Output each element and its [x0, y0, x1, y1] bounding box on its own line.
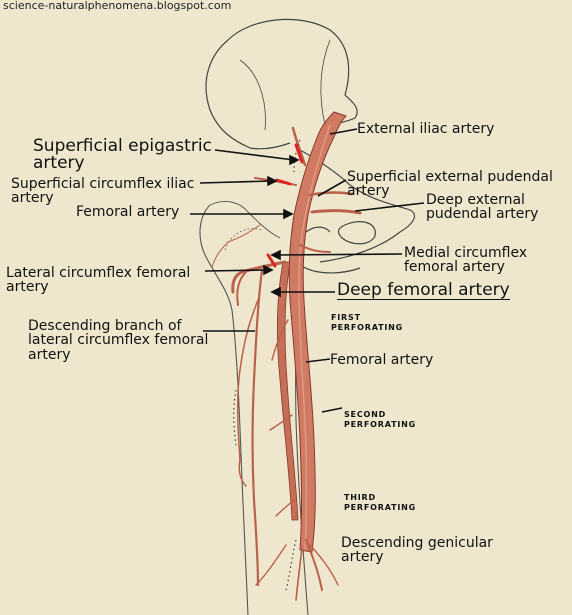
label-deep-external-pudendal: Deep external pudendal artery [426, 192, 539, 223]
femoral-artery-trunk [288, 111, 347, 553]
label-superficial-epigastric: Superficial epigastric artery [33, 136, 212, 174]
label-descending-branch: Descending branch of lateral circumflex … [28, 318, 209, 363]
watermark-text: science-naturalphenomena.blogspot.com [3, 0, 232, 12]
label-superficial-external-pudendal: Superficial external pudendal artery [347, 169, 553, 200]
label-third-perforating: THIRD PERFORATING [344, 493, 416, 512]
deep-femoral-artery-vessel [276, 261, 299, 521]
dotted-vessel-hints [233, 139, 301, 591]
label-femoral-artery-upper: Femoral artery [76, 204, 180, 220]
label-femoral-artery-mid: Femoral artery [330, 352, 434, 368]
label-descending-genicular: Descending genicular artery [341, 535, 493, 566]
label-lateral-circumflex-femoral: Lateral circumflex femoral artery [6, 265, 191, 296]
leader-lines [190, 128, 425, 413]
pelvis-outline [205, 18, 415, 274]
label-first-perforating: FIRST PERFORATING [331, 313, 403, 332]
label-medial-circumflex-femoral: Medial circumflex femoral artery [404, 245, 528, 276]
artery-branches [211, 126, 362, 601]
label-external-iliac: External iliac artery [357, 121, 495, 137]
label-superficial-circumflex-iliac: Superficial circumflex iliac artery [11, 176, 195, 207]
label-deep-femoral: Deep femoral artery [337, 280, 510, 301]
red-highlight-marks [266, 143, 304, 268]
label-second-perforating: SECOND PERFORATING [344, 410, 416, 429]
